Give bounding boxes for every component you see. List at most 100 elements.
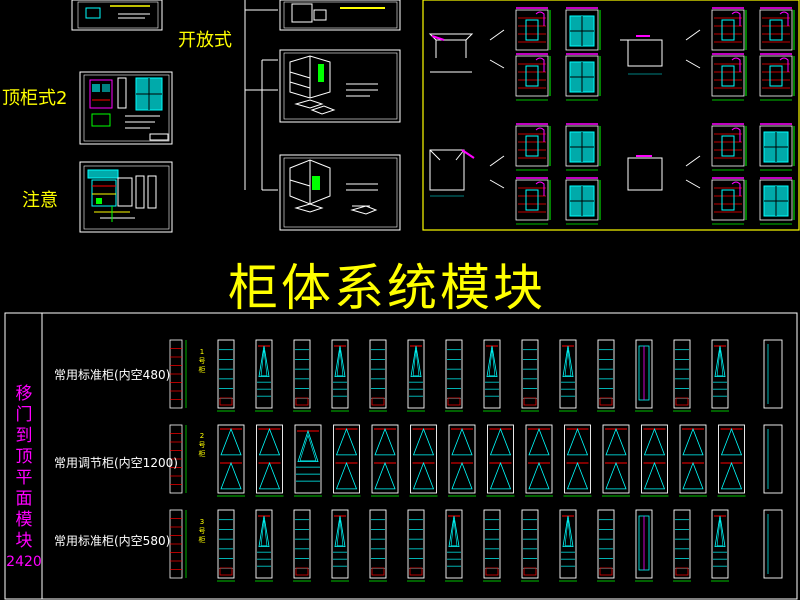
room-view-bottom-left <box>429 149 505 197</box>
cabinet-module <box>293 339 311 412</box>
elevation-curve <box>779 11 789 26</box>
cabinet-garment <box>335 461 358 490</box>
cabinet-module <box>563 424 592 497</box>
cabinet-garment <box>714 345 726 377</box>
elevation-curve <box>731 127 741 142</box>
cabinet-garment <box>374 461 396 490</box>
cabinet-garment <box>410 345 422 377</box>
cabinet-module <box>409 424 438 497</box>
cabinet-module <box>331 509 349 582</box>
cabinet-outline <box>597 509 615 579</box>
cabinet-module <box>602 424 630 497</box>
elevation-hanger <box>769 19 783 41</box>
cabinet-garment <box>566 427 589 456</box>
elevation-outline <box>759 55 793 97</box>
cabinet-garment <box>682 427 704 456</box>
cabinet-outline <box>256 424 283 494</box>
cabinet-outline <box>407 509 425 579</box>
cabinet-outline <box>635 509 653 579</box>
cabinet-module <box>717 424 746 497</box>
elevation-hanger <box>721 19 735 41</box>
cabinet-module <box>369 509 387 582</box>
cabinet-side-view <box>763 424 783 494</box>
cabinet-garment <box>643 427 666 456</box>
side-title: 移 门 到 顶 平 面 模 块 2420 <box>6 384 42 573</box>
cabinet-side-stack <box>169 509 187 579</box>
cabinet-outline <box>679 424 707 494</box>
cabinet-outline <box>559 509 577 579</box>
cabinet-module <box>255 424 284 497</box>
sheet-open-type-1 <box>279 0 401 31</box>
sheet-top-cabinet-2 <box>79 71 173 145</box>
cabinet-garment <box>374 427 396 456</box>
row-tag-1: 1 号 柜 <box>198 348 206 375</box>
cabinet-outline <box>217 509 235 579</box>
cabinet-garment <box>297 429 319 462</box>
cabinet-garment <box>714 515 726 547</box>
tree-connector-lines <box>244 0 278 191</box>
side-title-char: 顶 <box>15 447 33 467</box>
cabinet-module <box>597 339 615 412</box>
cabinet-outline <box>487 424 514 494</box>
elevation-hanger <box>525 19 539 41</box>
elevation-outline <box>565 55 599 97</box>
cabinet-side-stack <box>169 339 187 409</box>
cabinet-garment <box>716 349 724 377</box>
elevation-view <box>565 53 601 101</box>
cabinet-module <box>635 339 653 412</box>
row-tag-3: 3 号 柜 <box>198 518 206 545</box>
elevation-view <box>711 53 747 101</box>
cabinet-garment <box>528 461 550 490</box>
cabinet-drawer <box>295 397 309 406</box>
elevation-hanger <box>525 135 539 157</box>
cabinet-side-view <box>763 509 783 579</box>
cabinet-garment <box>260 349 268 377</box>
cabinet-module <box>369 339 387 412</box>
cabinet-outline <box>483 509 501 579</box>
elevation-outline <box>515 9 549 51</box>
cabinet-outline <box>410 424 437 494</box>
cabinet-module <box>255 509 273 582</box>
elevation-curve <box>731 57 741 72</box>
elevation-hanger <box>525 65 539 87</box>
cabinet-outline <box>331 339 349 409</box>
elevation-view <box>515 123 551 171</box>
cabinet-garment <box>720 427 743 456</box>
cabinet-module <box>711 339 729 412</box>
cabinet-garment <box>220 461 242 490</box>
cabinet-drawer <box>599 397 613 406</box>
right-yellow-panel <box>422 0 800 231</box>
row-tag-char: 号 <box>198 357 206 365</box>
cabinet-drawer <box>295 567 309 576</box>
cabinet-module <box>679 424 707 497</box>
cabinet-garment <box>605 427 627 456</box>
cabinet-outline <box>333 424 360 494</box>
cabinet-drawer <box>523 567 537 576</box>
cabinet-garment <box>720 461 743 490</box>
room-view-top-left <box>428 29 505 73</box>
elevation-view <box>515 53 551 101</box>
cabinet-module <box>448 424 476 497</box>
cabinet-garment <box>450 519 458 547</box>
cabinet-outline <box>711 509 729 579</box>
cabinet-garment <box>258 427 281 456</box>
cabinet-drawer <box>447 397 461 406</box>
cabinet-outline <box>293 509 311 579</box>
cabinet-garment <box>562 345 574 377</box>
elevation-curve <box>731 181 741 196</box>
elevation-view <box>759 7 795 55</box>
cabinet-module <box>597 509 615 582</box>
cabinet-garment <box>258 515 270 547</box>
side-title-value: 2420 <box>6 554 42 570</box>
cabinet-outline <box>217 339 235 409</box>
room-view-bottom-right <box>627 155 701 191</box>
cabinet-module <box>635 509 653 582</box>
cabinet-outline <box>483 339 501 409</box>
elevation-view <box>711 177 747 225</box>
cabinet-garment <box>528 427 550 456</box>
cabinet-outline <box>371 424 399 494</box>
cabinet-module <box>217 339 235 412</box>
elevation-hanger <box>769 65 783 87</box>
cabinet-module <box>407 509 425 582</box>
label-open-type: 开放式 <box>178 30 232 51</box>
